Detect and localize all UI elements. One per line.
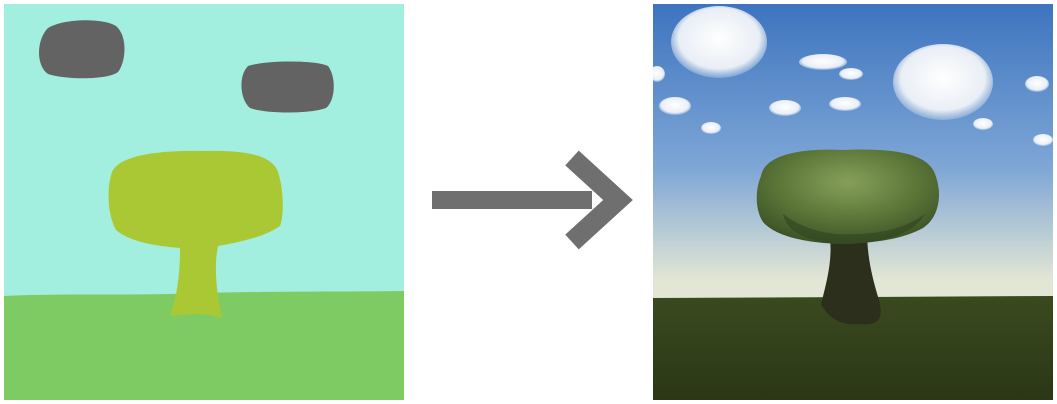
segmentation-map-canvas: [4, 4, 404, 400]
cloud-wisp: [799, 54, 847, 70]
grass-region: [4, 291, 404, 400]
cloud-large-left: [671, 6, 767, 78]
cloud-wisp: [1025, 76, 1049, 92]
cloud-wisp: [829, 97, 861, 111]
cloud-region-left: [39, 20, 125, 79]
segmentation-map-panel: [4, 4, 404, 400]
generated-photo-canvas: [653, 4, 1053, 400]
cloud-wisp: [839, 68, 863, 80]
clouds: [653, 6, 1053, 146]
right-arrow-graphic: [432, 150, 633, 250]
grass-field: [653, 296, 1053, 400]
tree-region: [108, 150, 283, 318]
tree-canopy-shadow: [783, 214, 925, 244]
generated-photo-panel: [653, 4, 1053, 400]
cloud-wisp: [701, 122, 721, 134]
tree-canopy: [756, 149, 939, 244]
tree: [756, 149, 939, 325]
cloud-wisp: [653, 66, 665, 82]
cloud-wisp: [973, 118, 993, 130]
cloud-wisp: [659, 97, 691, 115]
cloud-wisp: [769, 100, 801, 116]
cloud-region-right: [241, 61, 334, 113]
cloud-large-right: [893, 44, 993, 120]
tree-trunk: [821, 230, 881, 325]
right-arrow-icon: [430, 150, 634, 254]
cloud-wisp: [1033, 134, 1053, 146]
